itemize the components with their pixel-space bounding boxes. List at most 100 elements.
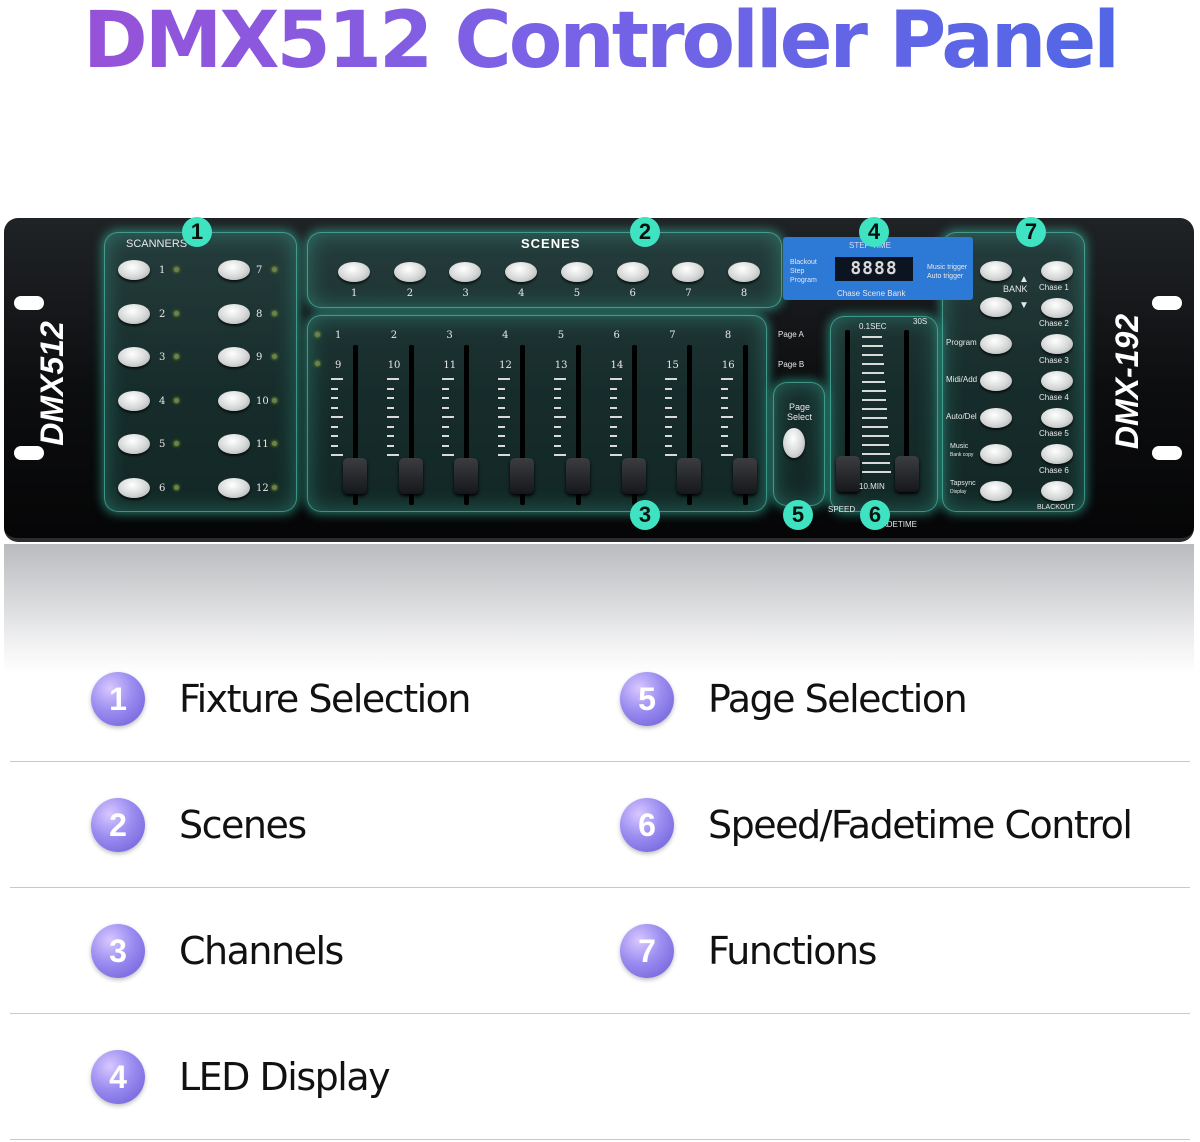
scanner-button[interactable] — [218, 434, 250, 454]
legend-item: 1 Fixture Selection — [91, 636, 472, 762]
fader-scale-tick — [665, 454, 678, 456]
chase-button[interactable] — [1041, 371, 1073, 391]
channel-fader-knob[interactable] — [454, 458, 479, 494]
channel-fader-knob[interactable] — [621, 458, 646, 494]
channel-number-bottom: 9 — [335, 360, 342, 371]
scanner-button[interactable] — [218, 347, 250, 367]
scene-button[interactable] — [560, 262, 593, 282]
fader-scale-tick — [386, 387, 394, 390]
fader-scale-tick — [386, 416, 399, 418]
fader-scale-tick — [498, 416, 511, 418]
rack-hole-bottom-right — [1152, 446, 1182, 460]
scanner-number: 12 — [256, 482, 269, 494]
speed-bottom-label: 10.MIN — [859, 482, 885, 491]
number-badge: 6 — [620, 798, 674, 852]
scanner-button[interactable] — [218, 390, 250, 411]
scanner-button[interactable] — [118, 390, 150, 411]
chase-button[interactable] — [1041, 334, 1073, 354]
speed-scale-tick — [862, 390, 886, 392]
legend-text: Speed/Fadetime Control — [708, 803, 1133, 847]
chase-button[interactable] — [1041, 444, 1073, 464]
chase-label: Chase 1 — [1039, 283, 1069, 292]
scanner-button[interactable] — [118, 303, 150, 324]
chase-button[interactable] — [1041, 481, 1073, 501]
speed-scale-tick — [862, 444, 889, 446]
function-button[interactable] — [980, 371, 1012, 391]
bank-down-button[interactable] — [980, 297, 1012, 317]
scene-number: 3 — [462, 288, 469, 299]
page-b-label: Page B — [778, 360, 805, 369]
scanner-button[interactable] — [118, 260, 150, 280]
channel-fader-knob[interactable] — [398, 458, 423, 494]
speed-fader-knob[interactable] — [836, 456, 860, 492]
fader-scale-tick — [720, 454, 733, 456]
scanner-button[interactable] — [118, 434, 150, 454]
fader-scale-tick — [498, 397, 506, 399]
scene-button[interactable] — [616, 262, 649, 282]
fader-scale-tick — [665, 444, 673, 447]
scanner-number: 1 — [159, 265, 166, 276]
scanner-button[interactable] — [218, 477, 250, 498]
scene-button[interactable] — [338, 262, 370, 282]
channel-number-top: 2 — [390, 330, 398, 341]
page-a-label: Page A — [778, 330, 804, 339]
channel-fader-track — [631, 345, 637, 505]
scenes-label: SCENES — [521, 236, 581, 251]
scene-button[interactable] — [505, 262, 538, 282]
fader-scale-tick — [609, 425, 617, 428]
fadetime-fader-knob[interactable] — [895, 456, 919, 492]
channel-fader-knob[interactable] — [510, 458, 535, 494]
zone-badge-7: 7 — [1016, 217, 1046, 247]
scene-button[interactable] — [393, 262, 426, 282]
function-button[interactable] — [980, 334, 1012, 354]
scanner-led — [174, 354, 179, 359]
fader-scale-tick — [442, 444, 450, 447]
chase-label: Chase 2 — [1039, 319, 1069, 328]
legend-row-2: 2 Scenes 6 Speed/Fadetime Control — [10, 762, 1190, 888]
channel-fader-knob[interactable] — [732, 458, 757, 494]
function-sublabel: Bank copy — [950, 452, 974, 458]
speed-scale-tick — [862, 471, 891, 473]
fader-scale-tick — [720, 406, 728, 409]
scene-button[interactable] — [672, 262, 705, 282]
channel-number-top: 4 — [502, 330, 509, 341]
fader-scale-tick — [553, 378, 566, 380]
speed-scale-tick — [862, 453, 890, 455]
bank-top-button[interactable] — [1041, 261, 1073, 281]
chase-button[interactable] — [1041, 298, 1073, 318]
scene-button[interactable] — [449, 262, 482, 282]
channel-number-bottom: 16 — [721, 360, 735, 371]
channel-fader-knob[interactable] — [565, 458, 590, 494]
function-button[interactable] — [980, 481, 1012, 501]
chase-button[interactable] — [1041, 408, 1073, 428]
scanner-button[interactable] — [118, 477, 150, 498]
fader-scale-tick — [609, 416, 622, 418]
page-title: DMX512 Controller Panel — [0, 0, 1200, 86]
zone-badge-5: 5 — [783, 500, 813, 530]
fader-scale-tick — [665, 397, 673, 399]
channel-fader-track — [742, 345, 748, 505]
seven-segment-readout: 8888 — [835, 257, 913, 281]
page-select-button[interactable] — [783, 428, 805, 458]
fader-scale-tick — [386, 454, 399, 456]
channel-fader-knob[interactable] — [343, 458, 367, 494]
legend-item: 4 LED Display — [91, 1014, 391, 1140]
chase-label: Chase 3 — [1039, 356, 1069, 365]
fader-scale-tick — [665, 435, 673, 437]
channel-number-bottom: 14 — [610, 360, 624, 371]
fader-scale-tick — [386, 397, 394, 399]
legend-item: 2 Scenes — [91, 762, 307, 888]
channel-fader-knob[interactable] — [677, 458, 702, 494]
function-button[interactable] — [980, 444, 1012, 464]
number-badge: 7 — [620, 924, 674, 978]
scanner-button[interactable] — [118, 347, 150, 367]
fader-scale-tick — [386, 444, 394, 447]
function-button[interactable] — [980, 408, 1012, 428]
scanner-button[interactable] — [218, 260, 250, 280]
bank-up-button[interactable] — [980, 261, 1012, 281]
scanner-button[interactable] — [218, 303, 250, 324]
scene-button[interactable] — [727, 262, 760, 282]
fader-scale-tick — [665, 406, 673, 409]
scanner-number: 3 — [159, 352, 166, 363]
channel-number-top: 7 — [669, 330, 676, 341]
